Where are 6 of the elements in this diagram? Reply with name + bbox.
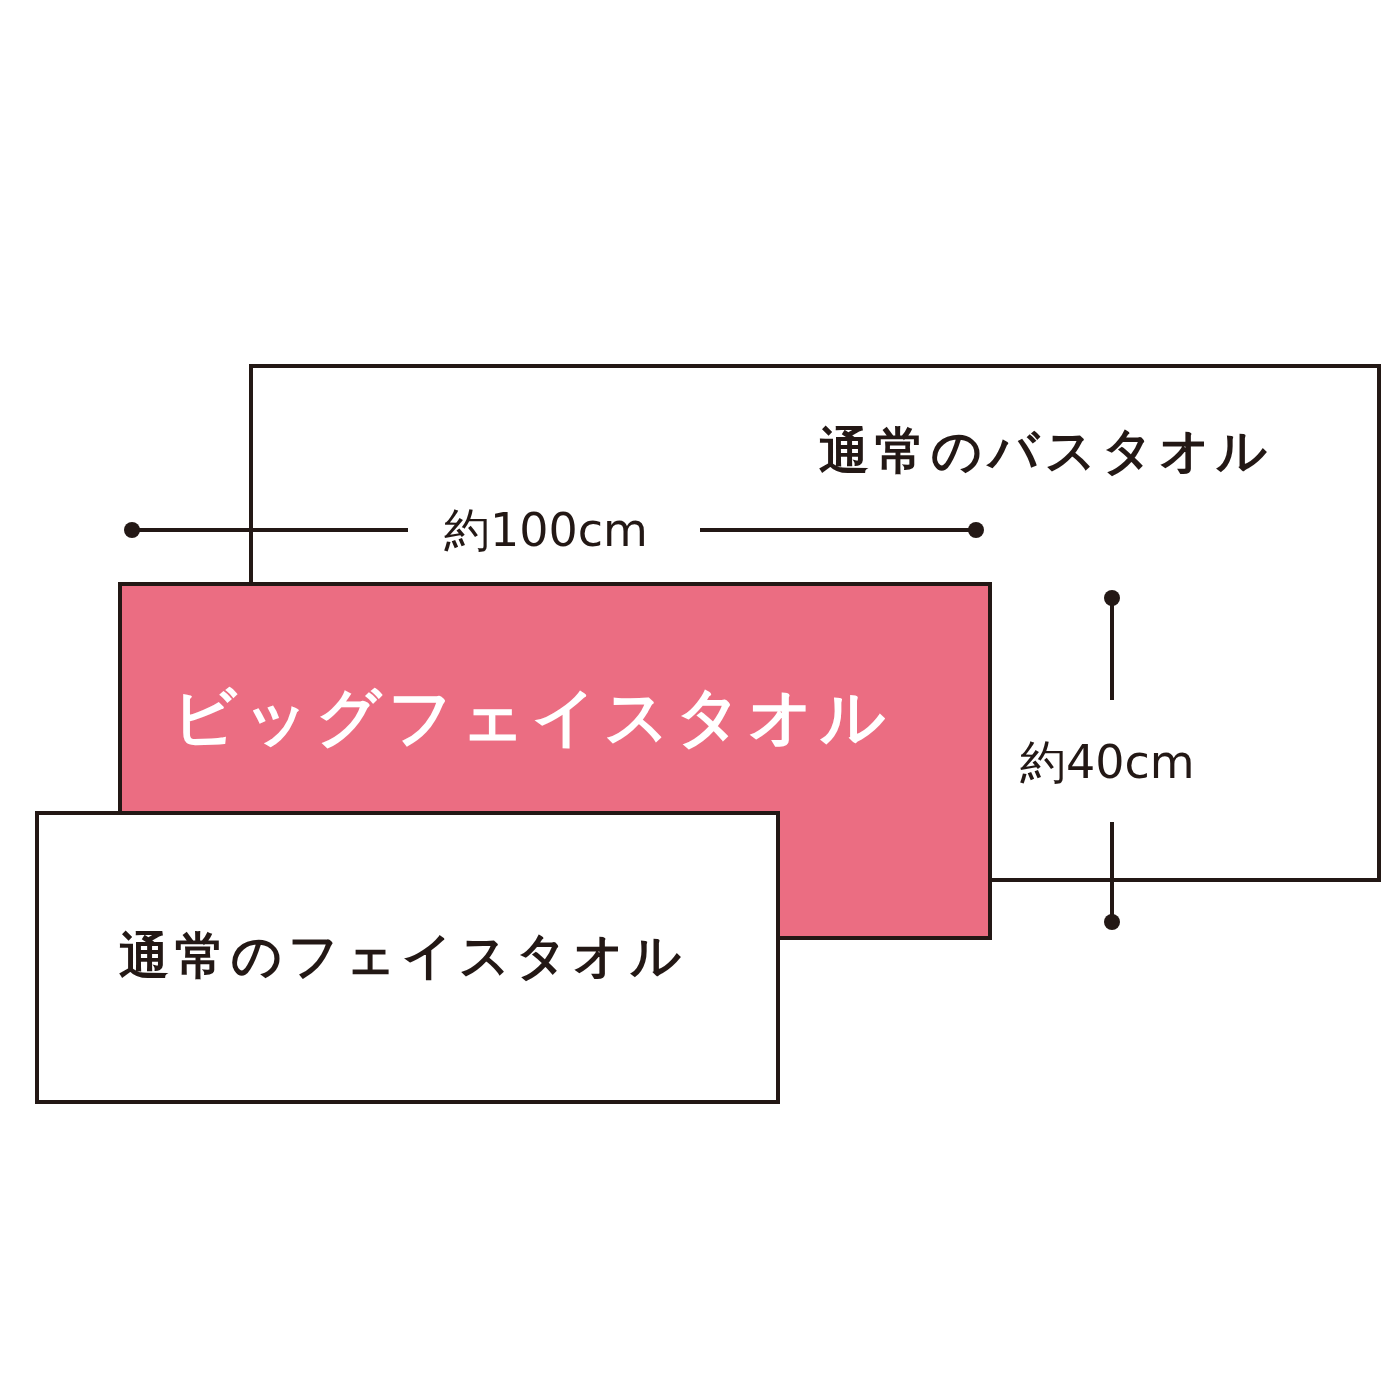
towel-label: 通常のフェイスタオル <box>119 926 687 987</box>
towel-label: ビッグフェイスタオル <box>172 679 892 756</box>
towel-label: 通常のバスタオル <box>819 421 1273 482</box>
bath-towel-outline <box>249 364 1381 586</box>
face-towel-outline <box>35 811 780 1104</box>
big-face-towel-panel <box>118 582 992 813</box>
